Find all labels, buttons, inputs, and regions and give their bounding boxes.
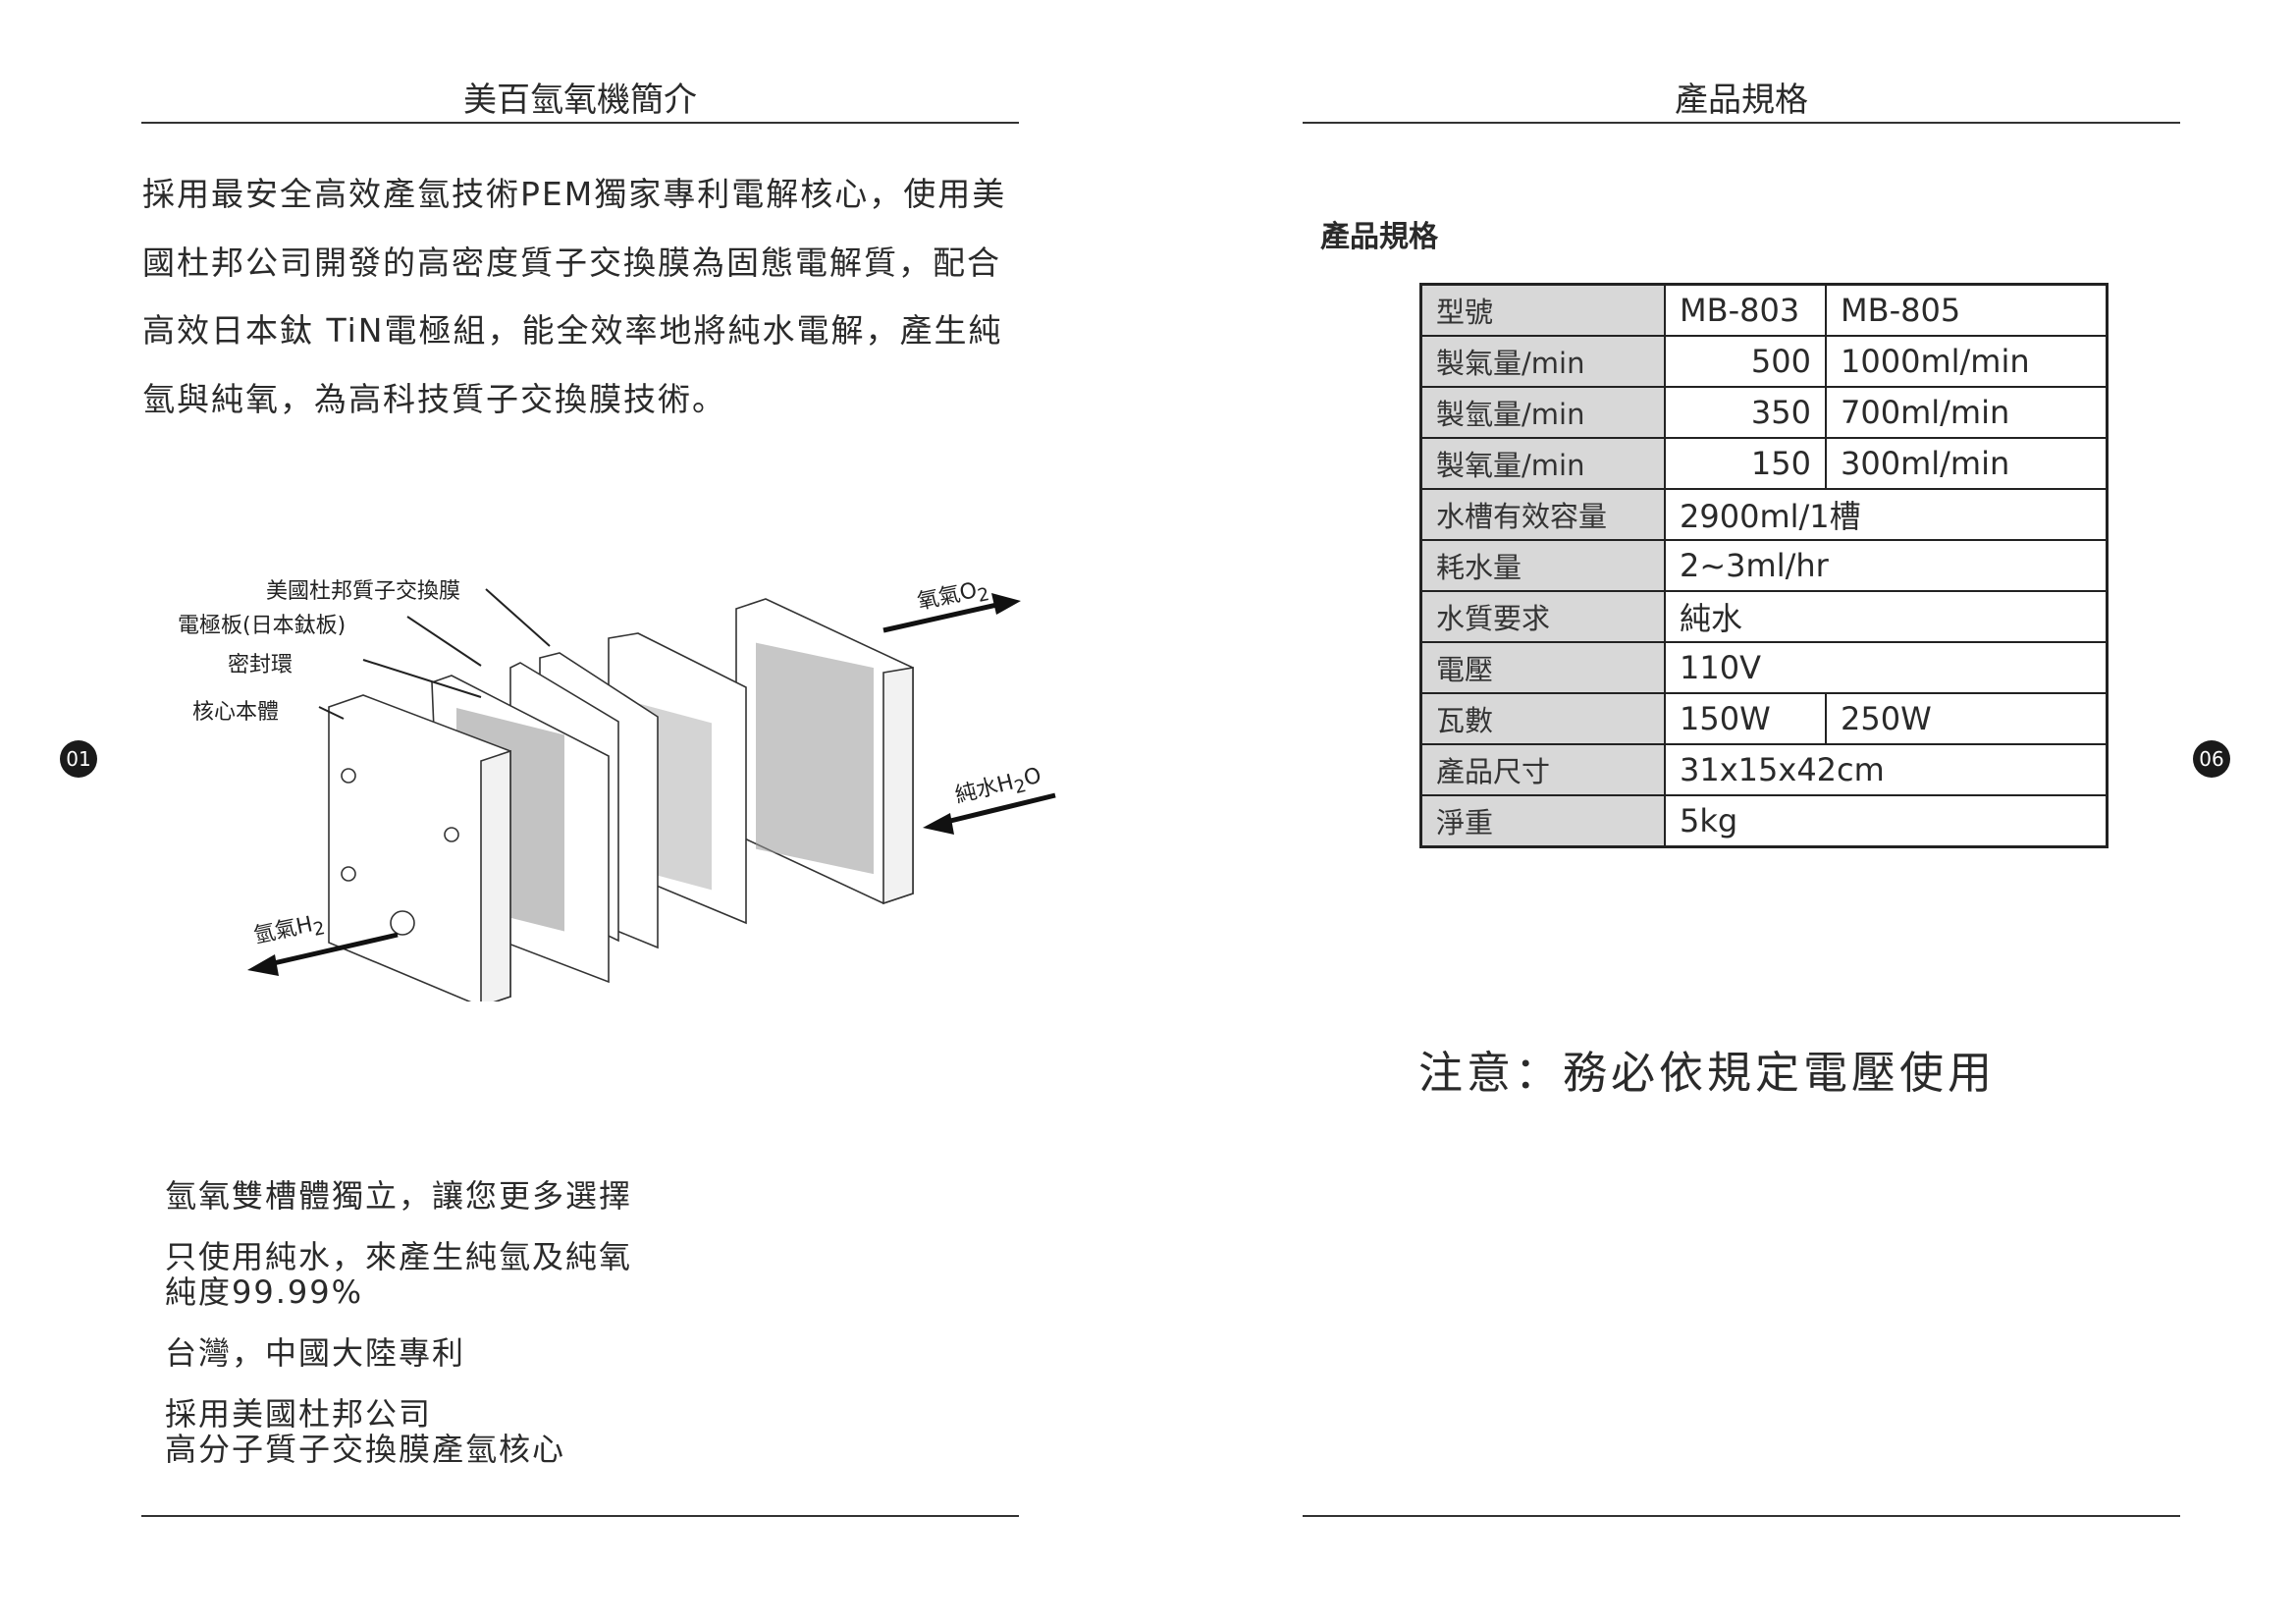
spec-value: 1000ml/min (1825, 335, 2109, 388)
spec-value: 350 (1664, 386, 1827, 439)
electrolysis-core-diagram (247, 588, 1056, 1001)
label-electrode: 電極板(日本鈦板) (178, 614, 347, 638)
spec-key: 耗水量 (1419, 539, 1666, 592)
spec-key: 產品尺寸 (1419, 743, 1666, 796)
spec-value: 純水 (1664, 590, 2109, 643)
spec-key: 製氧量/min (1419, 437, 1666, 490)
page-number: 06 (2193, 740, 2230, 778)
footer-divider (141, 1515, 1019, 1517)
table-row: 水質要求純水 (1419, 590, 2109, 643)
water-arrow (941, 792, 1056, 826)
header-divider (141, 122, 1019, 124)
spec-key: 水質要求 (1419, 590, 1666, 643)
intro-paragraph: 採用最安全高效產氫技術PEM獨家專利電解核心，使用美 國杜邦公司開發的高密度質子… (142, 160, 1065, 433)
spec-key: 瓦數 (1419, 692, 1666, 745)
label-core-body: 核心本體 (192, 700, 280, 725)
hydrogen-arrow (264, 932, 399, 968)
spec-value: 500 (1664, 335, 1827, 388)
feature-item: 高分子質子交換膜產氫核心 (165, 1431, 566, 1468)
spec-key: 製氣量/min (1419, 335, 1666, 388)
feature-item: 只使用純水，來產生純氫及純氧 (165, 1238, 633, 1275)
paragraph-line: 採用最安全高效產氫技術PEM獨家專利電解核心，使用美 (142, 175, 1007, 213)
spec-subtitle: 產品規格 (1320, 220, 1438, 254)
spec-value: 5kg (1664, 794, 2109, 848)
spec-value: 150W (1664, 692, 1827, 745)
paragraph-line: 國杜邦公司開發的高密度質子交換膜為固態電解質，配合 (142, 243, 1001, 282)
spec-key: 淨重 (1419, 794, 1666, 848)
label-seal-ring: 密封環 (228, 653, 294, 677)
feature-list: 氫氧雙槽體獨立，讓您更多選擇 只使用純水，來產生純氫及純氧 純度99.99% 台… (165, 1178, 632, 1492)
spec-value: 250W (1825, 692, 2109, 745)
spec-value: MB-805 (1825, 283, 2109, 337)
feature-item: 採用美國杜邦公司 (165, 1395, 433, 1433)
spec-key: 製氫量/min (1419, 386, 1666, 439)
voltage-notice: 注意：務必依規定電壓使用 (1418, 1047, 1997, 1099)
spec-key: 水槽有效容量 (1419, 488, 1666, 541)
feature-item: 氫氧雙槽體獨立，讓您更多選擇 (165, 1177, 633, 1215)
spec-value: MB-803 (1664, 283, 1827, 337)
oxygen-arrow (882, 601, 1002, 633)
left-page-title: 美百氫氧機簡介 (463, 81, 697, 120)
spec-value: 150 (1664, 437, 1827, 490)
spec-value: 300ml/min (1825, 437, 2109, 490)
spec-key: 電壓 (1419, 641, 1666, 694)
paragraph-line: 氫與純氧，為高科技質子交換膜技術。 (142, 379, 726, 418)
spec-value: 2~3ml/hr (1664, 539, 2109, 592)
feature-item: 純度99.99% (165, 1273, 364, 1311)
right-page-title: 產品規格 (1675, 81, 1808, 120)
label-membrane: 美國杜邦質子交換膜 (266, 579, 461, 604)
feature-item: 台灣，中國大陸專利 (165, 1334, 466, 1372)
paragraph-line: 高效日本鈦 TiN電極組，能全效率地將純水電解，產生純 (142, 311, 1003, 350)
page-number: 01 (60, 740, 97, 778)
spec-value: 2900ml/1槽 (1664, 488, 2109, 541)
footer-divider (1303, 1515, 2180, 1517)
spec-value: 700ml/min (1825, 386, 2109, 439)
spec-value: 31x15x42cm (1664, 743, 2109, 796)
spec-key: 型號 (1419, 283, 1666, 337)
spec-value: 110V (1664, 641, 2109, 694)
header-divider (1303, 122, 2180, 124)
